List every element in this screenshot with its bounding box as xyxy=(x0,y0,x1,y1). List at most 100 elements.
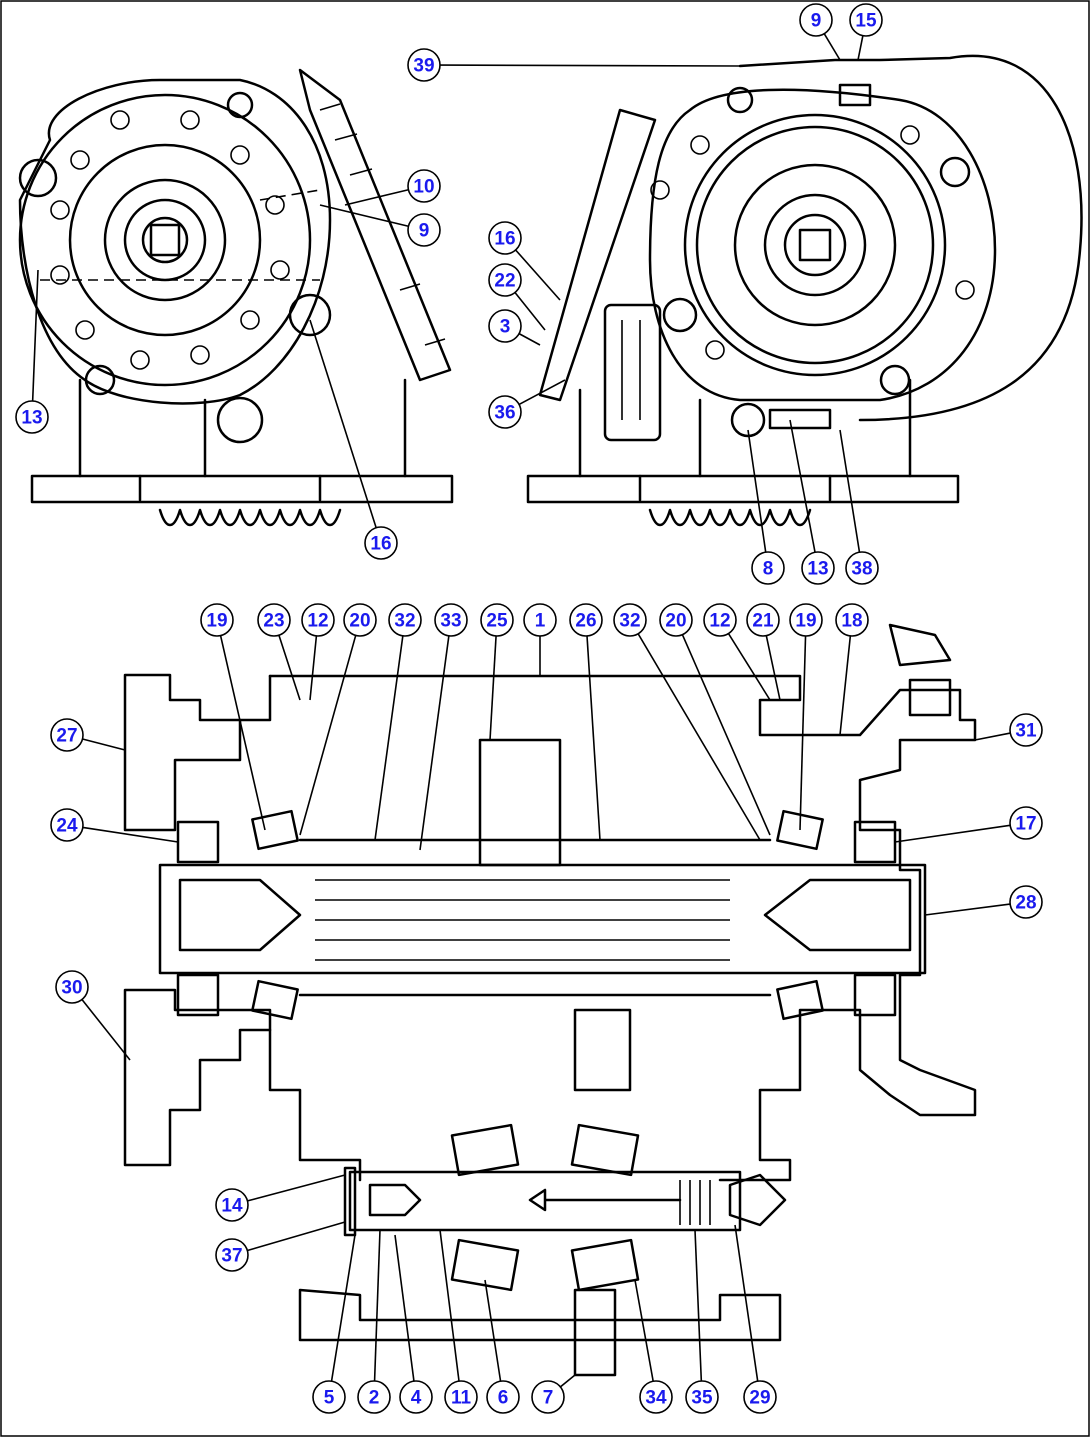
callout-19: 19 xyxy=(789,603,823,637)
callout-17: 17 xyxy=(1009,806,1043,840)
callout-1: 1 xyxy=(523,603,557,637)
callout-number: 6 xyxy=(498,1388,509,1409)
callout-number: 23 xyxy=(263,611,284,632)
callout-number: 21 xyxy=(752,611,774,632)
leader-line-22 xyxy=(514,291,546,331)
callout-number: 13 xyxy=(807,559,828,580)
callout-number: 32 xyxy=(619,611,640,632)
callout-number: 4 xyxy=(411,1388,422,1409)
callout-circle xyxy=(480,603,514,637)
callout-18: 18 xyxy=(835,603,869,637)
callout-circle xyxy=(444,1380,478,1414)
callout-number: 22 xyxy=(494,271,515,292)
callout-30: 30 xyxy=(55,970,89,1004)
callout-14: 14 xyxy=(215,1188,249,1222)
callout-19: 19 xyxy=(200,603,234,637)
callout-number: 9 xyxy=(419,221,430,242)
leader-line-24 xyxy=(82,826,179,843)
callout-circle xyxy=(50,718,84,752)
leader-line-3 xyxy=(518,332,541,346)
callout-number: 24 xyxy=(56,816,78,837)
leader-line-11 xyxy=(439,1229,460,1382)
callout-circle xyxy=(801,551,835,585)
callout-circle xyxy=(488,221,522,255)
right-end-view xyxy=(526,54,1083,527)
leader-line-20 xyxy=(299,635,357,836)
callout-2: 2 xyxy=(357,1380,391,1414)
callout-number: 34 xyxy=(645,1388,667,1409)
callout-circle xyxy=(639,1380,673,1414)
leader-line-33 xyxy=(419,635,450,851)
callout-number: 37 xyxy=(221,1246,242,1267)
callout-circle xyxy=(301,603,335,637)
leader-line-21 xyxy=(765,635,781,701)
callout-number: 25 xyxy=(486,611,508,632)
leader-line-19 xyxy=(219,635,266,831)
callout-29: 29 xyxy=(743,1380,777,1414)
callout-number: 38 xyxy=(851,559,872,580)
callout-circle xyxy=(1009,885,1043,919)
callout-9: 9 xyxy=(407,213,441,247)
leader-line-6 xyxy=(484,1279,502,1382)
callout-24: 24 xyxy=(50,808,84,842)
callout-circle xyxy=(50,808,84,842)
callout-circle xyxy=(799,3,833,37)
leader-line-29 xyxy=(734,1224,759,1382)
callout-number: 1 xyxy=(535,611,546,632)
callout-circle xyxy=(399,1380,433,1414)
callout-circle xyxy=(407,169,441,203)
callout-circle xyxy=(215,1238,249,1272)
callout-number: 36 xyxy=(494,403,515,424)
callout-circle xyxy=(531,1380,565,1414)
callout-circle xyxy=(488,309,522,343)
callout-32: 32 xyxy=(613,603,647,637)
callout-number: 29 xyxy=(749,1388,770,1409)
callout-number: 17 xyxy=(1015,814,1036,835)
callout-number: 18 xyxy=(841,611,862,632)
callout-circle xyxy=(849,3,883,37)
callout-35: 35 xyxy=(685,1380,719,1414)
leader-line-36 xyxy=(518,379,566,406)
leader-line-37 xyxy=(247,1221,346,1252)
callout-circle xyxy=(364,526,398,560)
leader-line-9 xyxy=(823,33,841,61)
leader-line-16 xyxy=(515,249,561,301)
callout-number: 20 xyxy=(349,611,370,632)
callout-5: 5 xyxy=(312,1380,346,1414)
callout-circle xyxy=(388,603,422,637)
callout-27: 27 xyxy=(50,718,84,752)
callout-13: 13 xyxy=(801,551,835,585)
callout-number: 3 xyxy=(500,317,511,338)
callout-circle xyxy=(257,603,291,637)
callout-8: 8 xyxy=(751,551,785,585)
leader-line-38 xyxy=(839,429,861,553)
leader-line-17 xyxy=(894,824,1011,843)
callout-28: 28 xyxy=(1009,885,1043,919)
callout-10: 10 xyxy=(407,169,441,203)
callout-circle xyxy=(835,603,869,637)
leader-line-2 xyxy=(373,1229,381,1382)
leader-line-14 xyxy=(247,1174,346,1202)
leader-line-20 xyxy=(681,634,771,836)
callout-circle xyxy=(357,1380,391,1414)
callout-number: 30 xyxy=(61,978,82,999)
leader-line-5 xyxy=(330,1234,356,1382)
callout-20: 20 xyxy=(659,603,693,637)
leader-line-34 xyxy=(634,1279,654,1382)
callout-circle xyxy=(743,1380,777,1414)
leader-lines xyxy=(31,33,1011,1388)
left-end-view xyxy=(18,68,454,527)
callout-32: 32 xyxy=(388,603,422,637)
callout-circle xyxy=(488,395,522,429)
leader-line-7 xyxy=(559,1374,576,1388)
callout-33: 33 xyxy=(434,603,468,637)
callout-12: 12 xyxy=(703,603,737,637)
callout-number: 16 xyxy=(494,229,515,250)
callout-circle xyxy=(789,603,823,637)
callout-circle xyxy=(200,603,234,637)
callout-number: 14 xyxy=(221,1196,243,1217)
cross-section-view xyxy=(123,623,977,1377)
